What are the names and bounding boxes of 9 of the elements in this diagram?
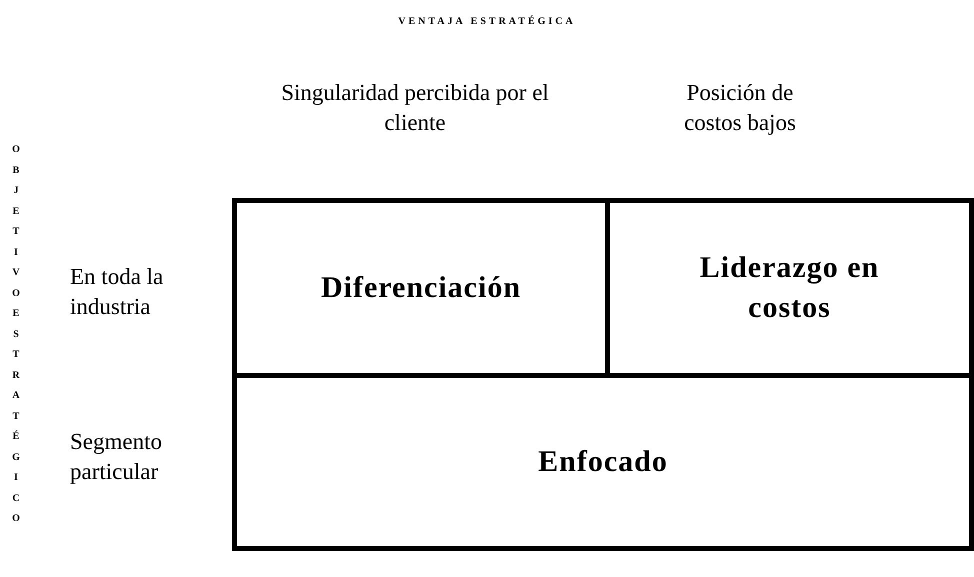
vertical-axis-label: OBJETIVO ESTRATÉGICO [11, 143, 21, 526]
title: VENTAJA ESTRATÉGICA [397, 14, 577, 29]
cell-text: Liderazgo en costos [698, 250, 880, 326]
column-header: Singularidad percibida por el cliente [280, 79, 550, 137]
row-header: En toda la industria [70, 263, 164, 321]
column-header: Posición de costos bajos [683, 79, 797, 137]
cell-text: Enfocado [538, 444, 668, 480]
row-header: Segmento particular [70, 428, 163, 486]
cell-text: Diferenciación [320, 270, 522, 306]
